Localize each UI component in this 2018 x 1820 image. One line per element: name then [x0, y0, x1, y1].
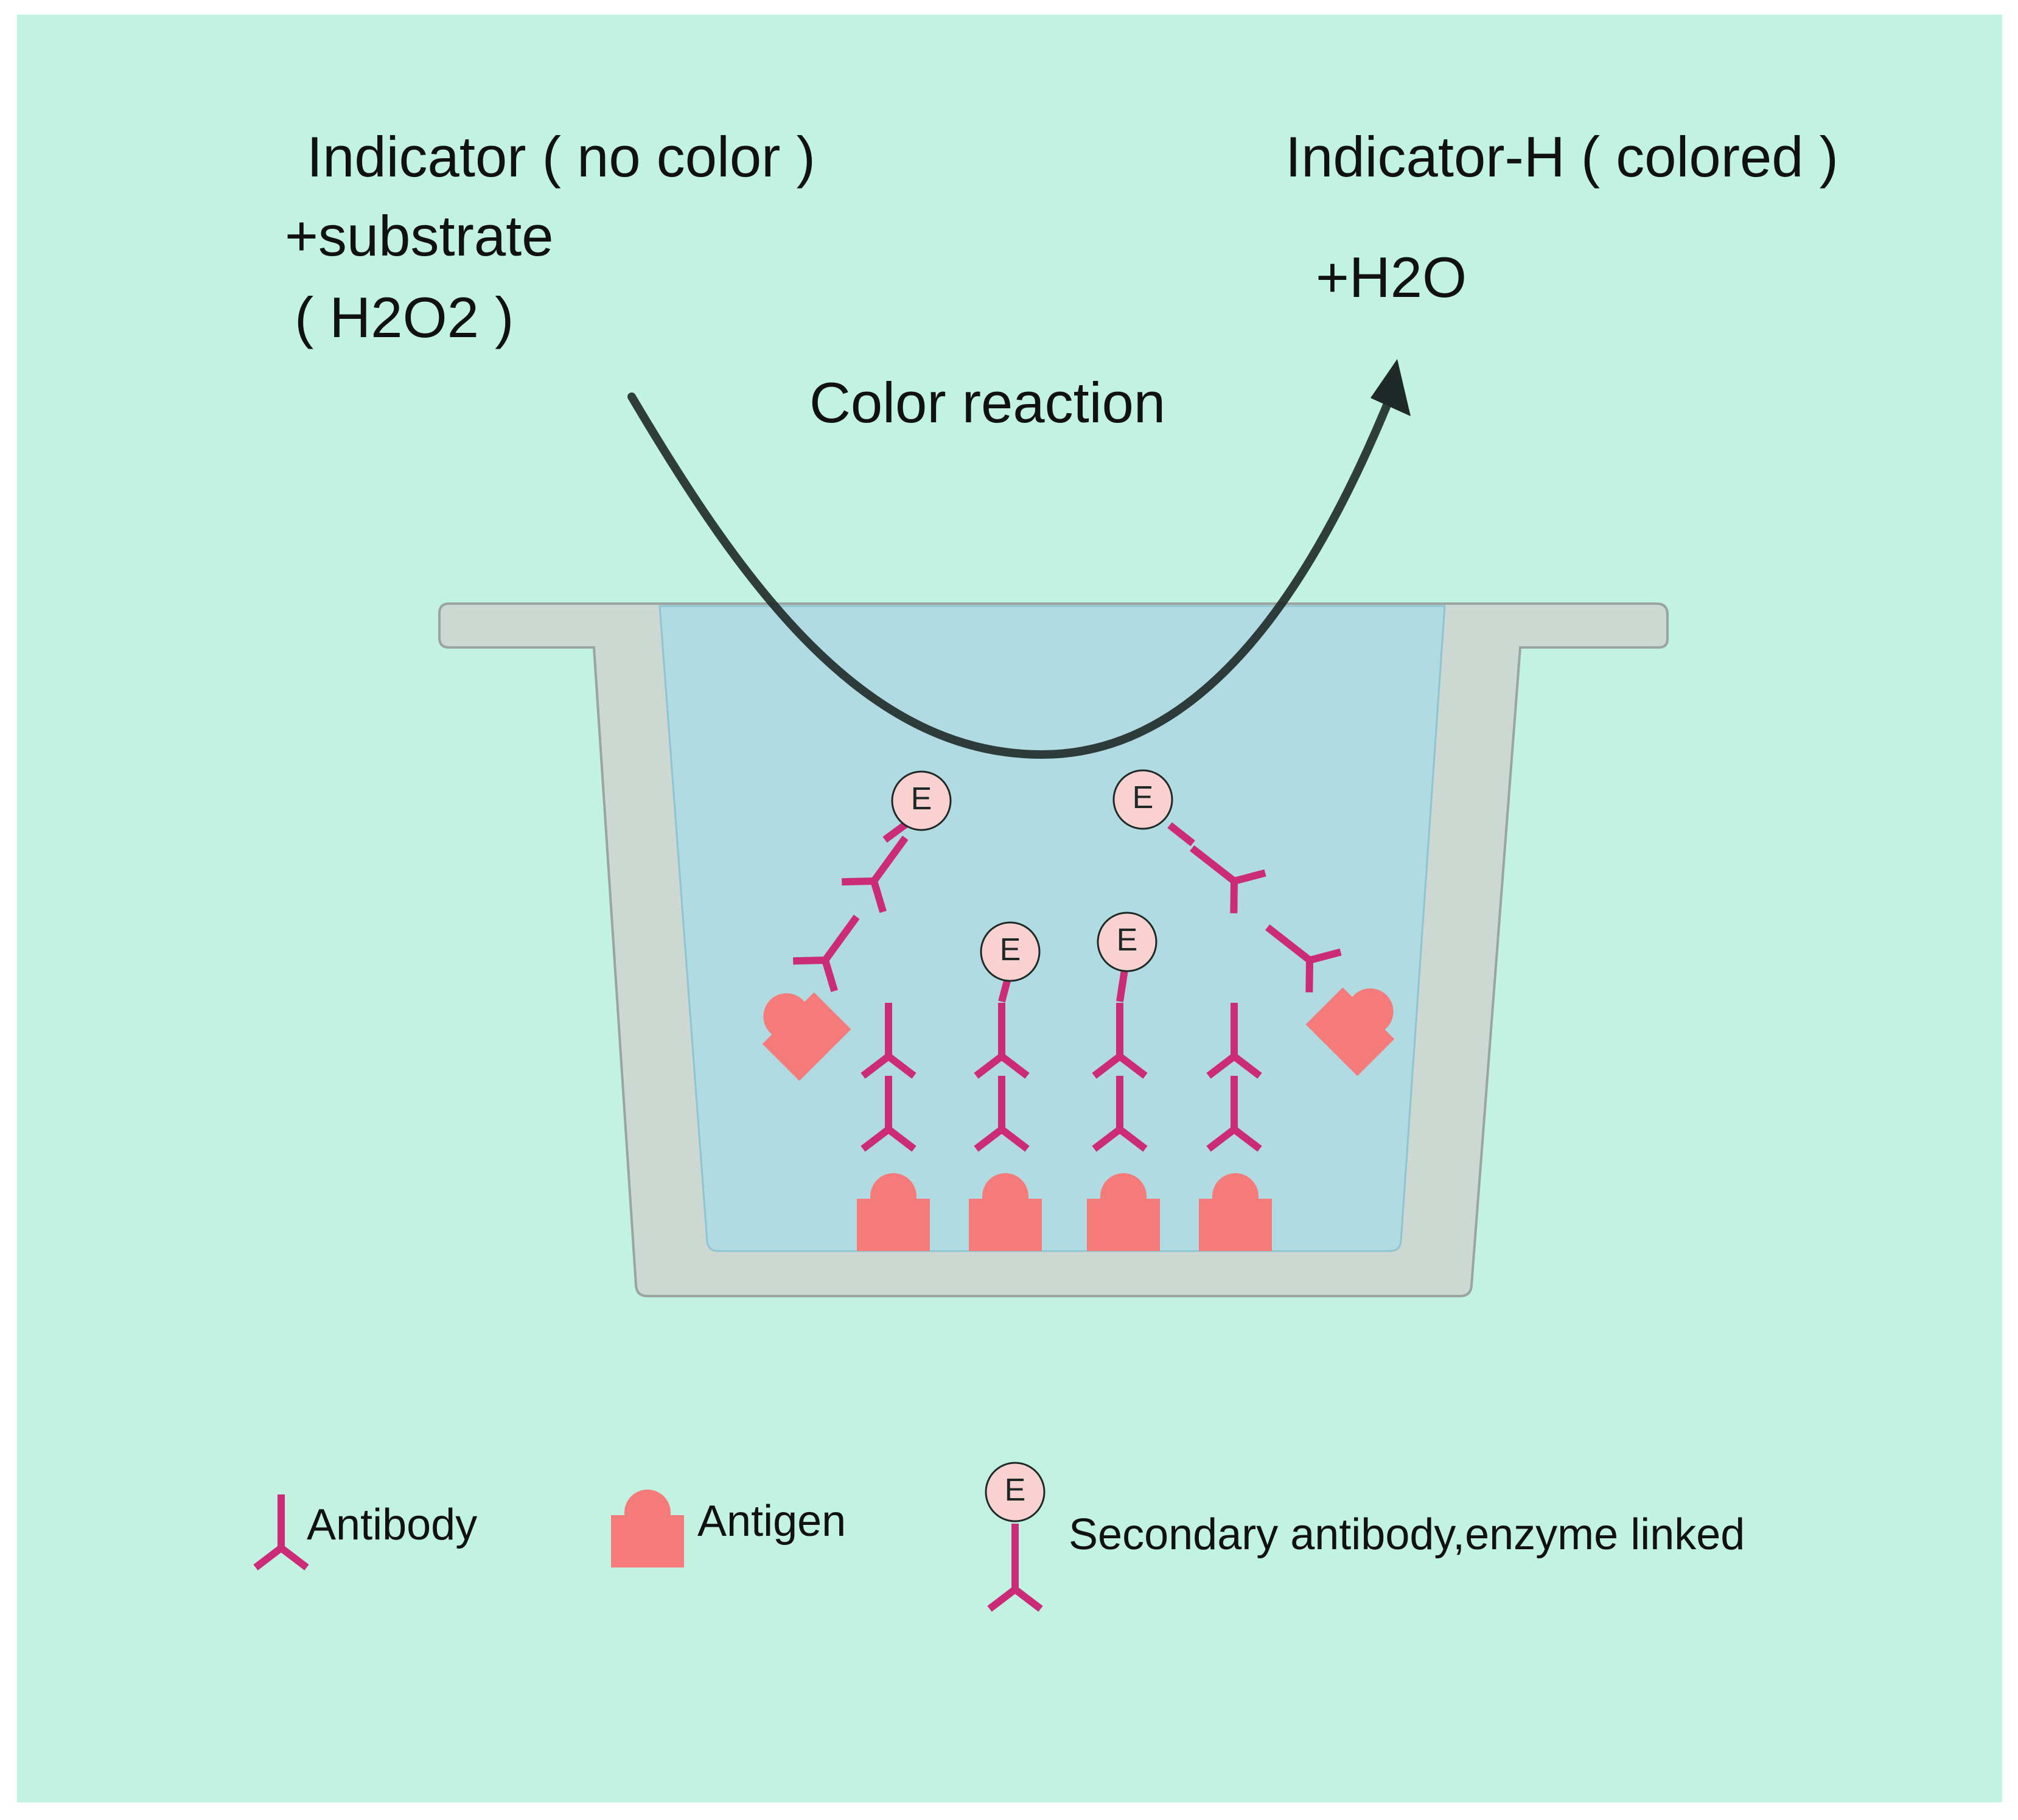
reactant-line-3: ( H2O2 ) [295, 285, 514, 349]
floating-complex-right [1167, 822, 1412, 1076]
enzyme-circles: E E E E [891, 769, 1173, 982]
secondary-antibody-tether [882, 820, 910, 843]
enzyme-label: E [1000, 932, 1021, 968]
enzyme-legend-label: E [1005, 1473, 1026, 1508]
legend: Antibody Antigen E Secondary antibody,en… [256, 1462, 1745, 1609]
enzyme: E [1112, 769, 1173, 830]
legend-antibody: Antibody [307, 1501, 477, 1549]
enzyme-label: E [1117, 922, 1138, 958]
reactant-line-2: +substrate [285, 204, 554, 268]
reactant-line-1: Indicator ( no color ) [307, 125, 815, 189]
enzyme-label: E [911, 781, 932, 817]
arrow-head-icon [1370, 359, 1411, 416]
arrow-label: Color reaction [809, 371, 1165, 434]
floating-complex-left [744, 823, 926, 1081]
secondary-antibody-tether [998, 977, 1011, 1003]
well-liquid [658, 605, 1446, 1252]
product-line-2: +H2O [1316, 245, 1467, 309]
legend-antigen: Antigen [697, 1497, 846, 1546]
enzyme: E [891, 770, 952, 831]
enzyme-legend-icon: E [985, 1462, 1046, 1522]
secondary-antibody-tether [1116, 969, 1128, 1002]
enzyme: E [1097, 912, 1157, 972]
product-line-1: Indicator-H ( colored ) [1285, 125, 1838, 189]
enzyme-label: E [1133, 780, 1154, 815]
enzyme: E [980, 921, 1041, 982]
reaction-arrow [627, 388, 1397, 759]
secondary-antibody-tether [1167, 822, 1195, 846]
legend-secondary: Secondary antibody,enzyme linked [1069, 1510, 1745, 1559]
